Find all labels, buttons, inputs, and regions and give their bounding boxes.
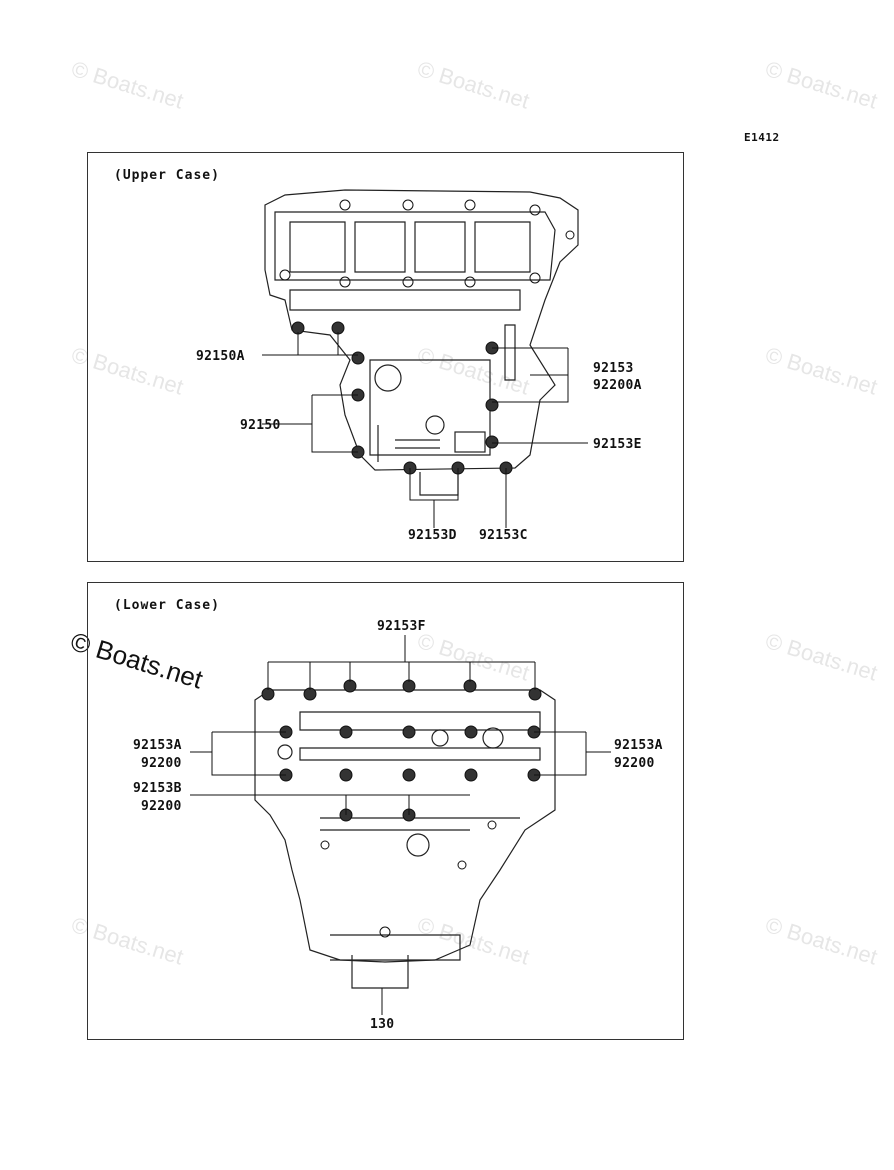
- ref-92153C: 92153C: [479, 528, 528, 543]
- ref-92200-left: 92200: [141, 756, 182, 771]
- ref-92153D: 92153D: [408, 528, 457, 543]
- lower-case-leaders: [190, 635, 611, 1015]
- ref-92150A: 92150A: [196, 349, 245, 364]
- ref-92200-b: 92200: [141, 799, 182, 814]
- lower-case-panel: [87, 582, 684, 1040]
- ref-92153A-right: 92153A: [614, 738, 663, 753]
- ref-92153F: 92153F: [377, 619, 426, 634]
- ref-92153E: 92153E: [593, 437, 642, 452]
- ref-92153: 92153: [593, 361, 634, 376]
- ref-92153B: 92153B: [133, 781, 182, 796]
- ref-92200A: 92200A: [593, 378, 642, 393]
- diagram-code: E1412: [744, 131, 780, 144]
- ref-92153A-left: 92153A: [133, 738, 182, 753]
- lower-case-bolts: [261, 679, 542, 938]
- ref-130: 130: [370, 1017, 395, 1032]
- upper-case-panel: [87, 152, 684, 562]
- lower-case-title: (Lower Case): [114, 598, 220, 613]
- ref-92150: 92150: [240, 418, 281, 433]
- upper-case-title: (Upper Case): [114, 168, 220, 183]
- upper-case-leaders: [262, 332, 588, 528]
- ref-92200-right: 92200: [614, 756, 655, 771]
